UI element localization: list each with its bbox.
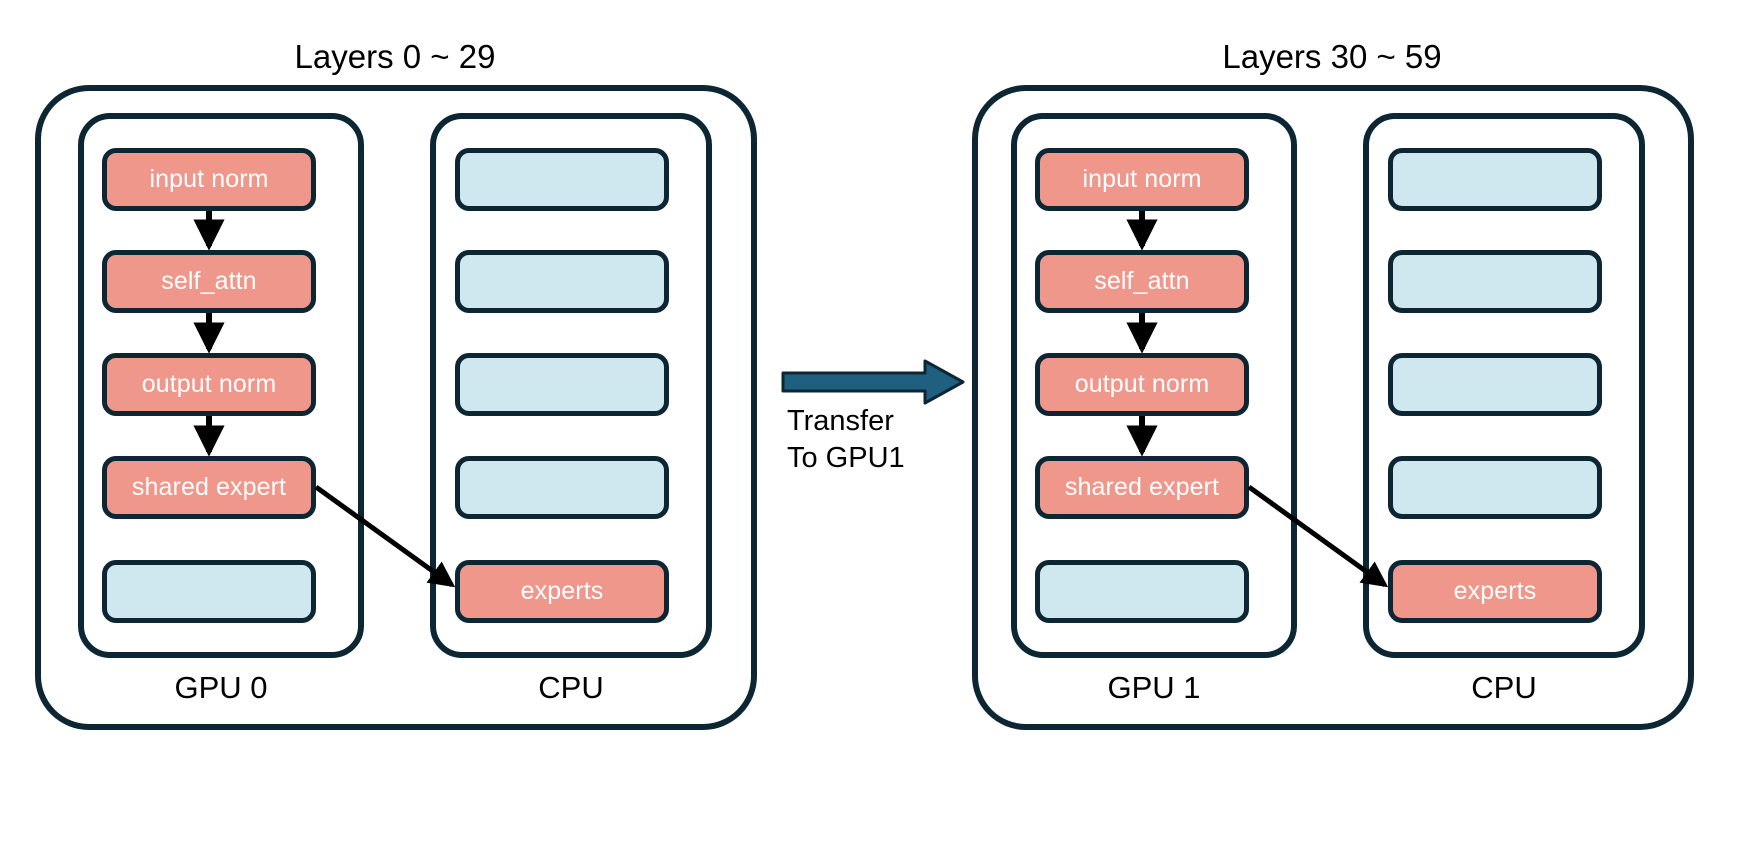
block-gpu0-3[interactable]: shared expert: [102, 456, 316, 519]
section-title-left: Layers 0 ~ 29: [294, 38, 496, 75]
block-gpu0-1[interactable]: self_attn: [102, 250, 316, 313]
caption-cpu0: CPU: [538, 670, 604, 705]
block-gpu0-2[interactable]: output norm: [102, 353, 316, 416]
block-cpu0-3[interactable]: [455, 456, 669, 519]
block-cpu1-4[interactable]: experts: [1388, 560, 1602, 623]
block-gpu1-3[interactable]: shared expert: [1035, 456, 1249, 519]
block-cpu1-3[interactable]: [1388, 456, 1602, 519]
block-gpu0-0[interactable]: input norm: [102, 148, 316, 211]
block-cpu1-2[interactable]: [1388, 353, 1602, 416]
block-gpu1-1[interactable]: self_attn: [1035, 250, 1249, 313]
transfer-label-line2: To GPU1: [787, 442, 905, 474]
caption-gpu0: GPU 0: [174, 670, 268, 705]
block-cpu0-0[interactable]: [455, 148, 669, 211]
block-cpu1-0[interactable]: [1388, 148, 1602, 211]
block-gpu0-4[interactable]: [102, 560, 316, 623]
caption-gpu1: GPU 1: [1107, 670, 1201, 705]
block-gpu1-0[interactable]: input norm: [1035, 148, 1249, 211]
block-gpu1-4[interactable]: [1035, 560, 1249, 623]
block-cpu1-1[interactable]: [1388, 250, 1602, 313]
transfer-arrow: [781, 359, 965, 405]
caption-cpu1: CPU: [1471, 670, 1537, 705]
section-title-right: Layers 30 ~ 59: [1222, 38, 1442, 75]
block-gpu1-2[interactable]: output norm: [1035, 353, 1249, 416]
block-cpu0-1[interactable]: [455, 250, 669, 313]
block-cpu0-2[interactable]: [455, 353, 669, 416]
transfer-label-line1: Transfer: [787, 405, 894, 437]
block-cpu0-4[interactable]: experts: [455, 560, 669, 623]
